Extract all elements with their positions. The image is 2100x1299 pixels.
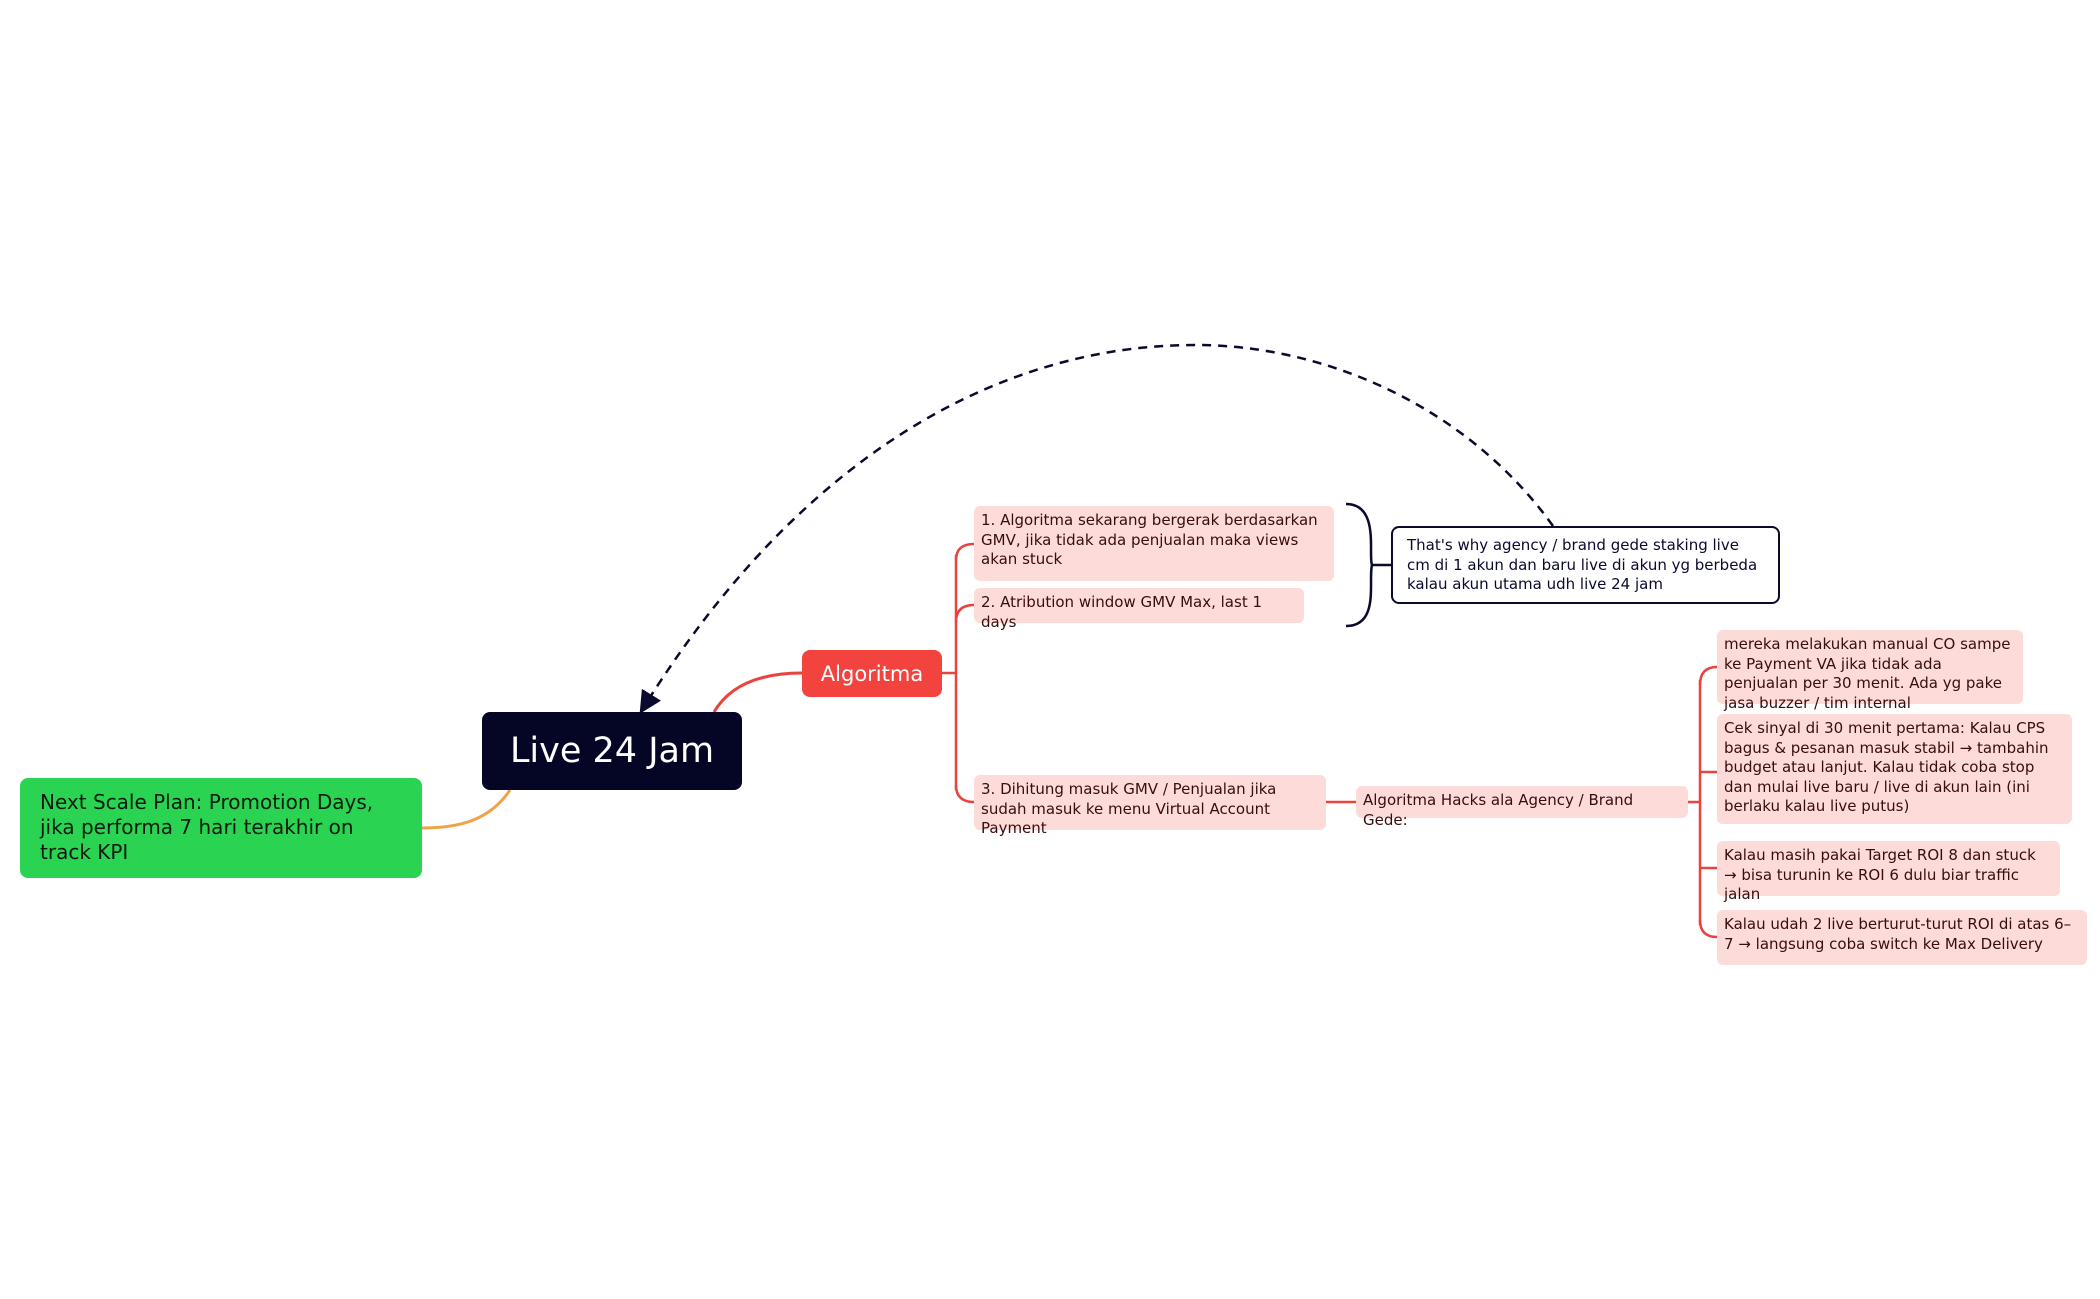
hack-item-2[interactable]: Cek sinyal di 30 menit pertama: Kalau CP… <box>1717 714 2072 824</box>
summary-brace <box>1345 502 1378 628</box>
connector-to-hack-4 <box>1698 919 1718 939</box>
connector-hacks-trunk <box>1688 680 1702 925</box>
hack-item-4[interactable]: Kalau udah 2 live berturut-turut ROI di … <box>1717 910 2087 965</box>
hack-item-1[interactable]: mereka melakukan manual CO sampe ke Paym… <box>1717 630 2023 712</box>
hack-item-3[interactable]: Kalau masih pakai Target ROI 8 dan stuck… <box>1717 841 2060 903</box>
topic-next-scale-plan[interactable]: Next Scale Plan: Promotion Days, jika pe… <box>20 778 422 878</box>
central-topic[interactable]: Live 24 Jam <box>482 712 742 790</box>
connector-to-point-2 <box>954 603 975 623</box>
topic-algoritma[interactable]: Algoritma <box>802 650 942 697</box>
connector-to-hack-1 <box>1698 665 1718 686</box>
subtopic-algoritma-point-1[interactable]: 1. Algoritma sekarang bergerak berdasark… <box>974 506 1334 581</box>
connector-algoritma-trunk <box>942 555 958 790</box>
connector-to-point-1 <box>954 542 975 561</box>
subtopic-algoritma-point-2[interactable]: 2. Atribution window GMV Max, last 1 day… <box>974 588 1304 631</box>
summary-note[interactable]: That's why agency / brand gede staking l… <box>1391 526 1780 604</box>
connector-central-to-next-scale-plan <box>421 789 512 830</box>
subtopic-algoritma-point-3[interactable]: 3. Dihitung masuk GMV / Penjualan jika s… <box>974 775 1326 837</box>
connector-central-to-algoritma <box>712 671 803 713</box>
connector-to-point-3 <box>954 784 975 804</box>
subtopic-algoritma-hacks[interactable]: Algoritma Hacks ala Agency / Brand Gede: <box>1356 786 1688 829</box>
